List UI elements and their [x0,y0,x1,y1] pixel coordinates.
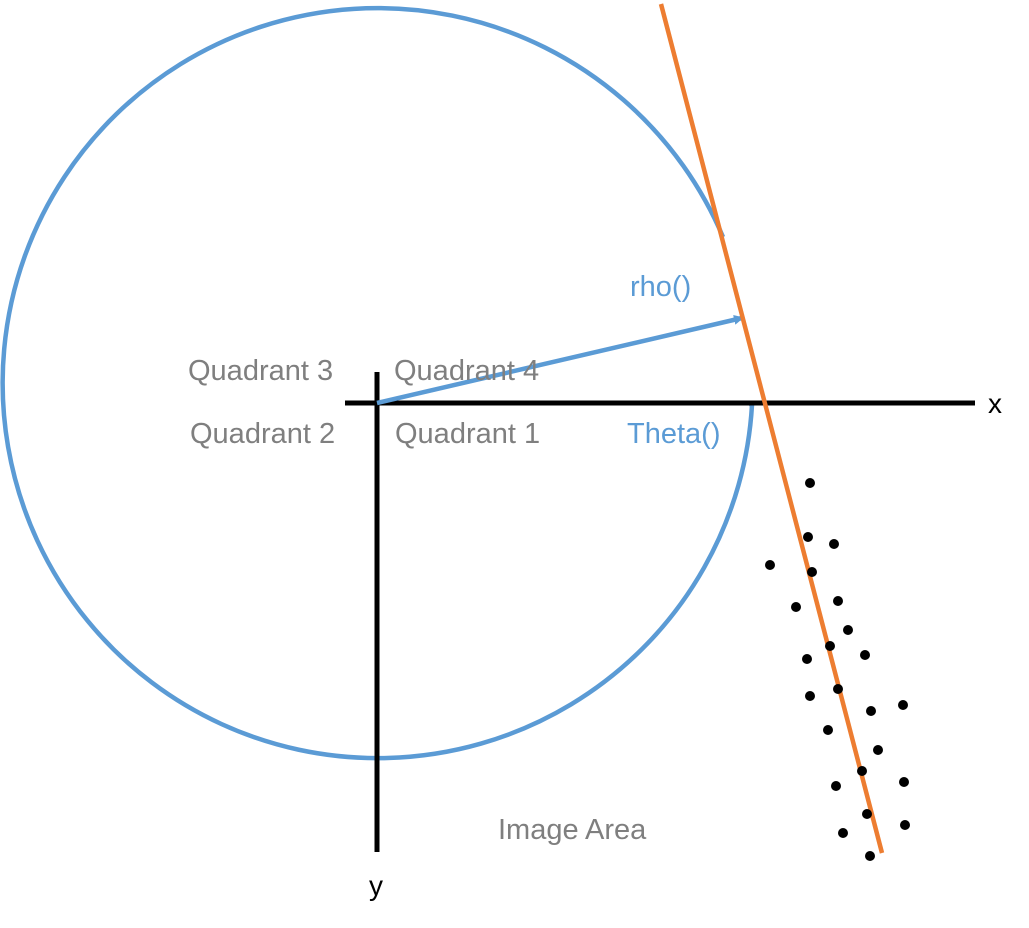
quadrant-3-label: Quadrant 3 [188,355,334,387]
quadrant-1-label: Quadrant 1 [395,418,541,450]
data-point [805,691,815,701]
data-point [791,602,801,612]
data-point [765,560,775,570]
data-point [865,851,875,861]
x-axis-label: x [988,388,1002,419]
data-point [802,654,812,664]
data-point [899,777,909,787]
data-point [898,700,908,710]
rho-label: rho() [630,271,692,303]
image-area-label: Image Area [498,814,647,846]
data-point [857,766,867,776]
data-point [807,567,817,577]
data-point [829,539,839,549]
rho-vector [376,314,744,406]
theta-label: Theta() [627,418,721,450]
data-point [838,828,848,838]
data-point [860,650,870,660]
data-point [833,596,843,606]
data-point [803,532,813,542]
data-point [900,820,910,830]
data-point [866,706,876,716]
data-point [833,684,843,694]
y-axis-label: y [369,870,383,901]
data-point [823,725,833,735]
data-point [873,745,883,755]
data-point [805,478,815,488]
data-point [862,809,872,819]
fitted-line [658,3,885,854]
data-point [831,781,841,791]
data-point [825,641,835,651]
data-points [765,478,910,861]
quadrant-2-label: Quadrant 2 [190,418,336,450]
normal-circle [0,5,755,761]
data-point [843,625,853,635]
quadrant-4-label: Quadrant 4 [394,355,540,387]
